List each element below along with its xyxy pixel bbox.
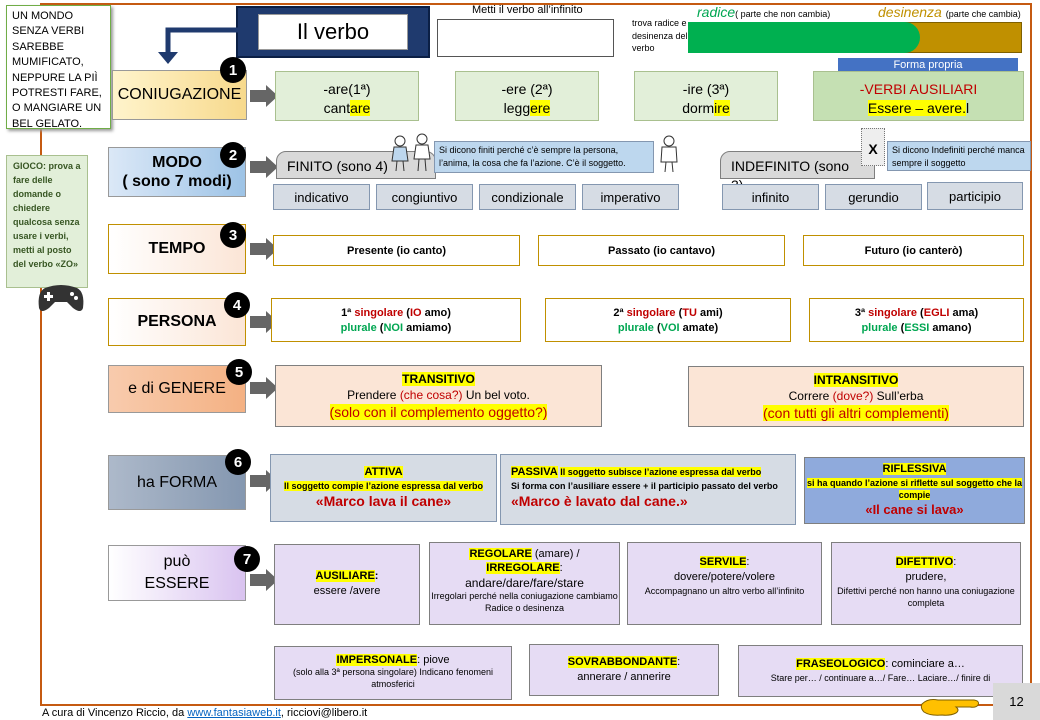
infinito-prompt: Metti il verbo all’infinito bbox=[472, 4, 583, 16]
radice-bar bbox=[688, 22, 920, 53]
no-subject-mark: X bbox=[861, 128, 885, 166]
footer-credit: A cura di Vincenzo Riccio, da www.fantas… bbox=[42, 707, 368, 719]
desinenza-label: desinenza (parte che cambia) bbox=[878, 4, 1021, 20]
radice-hint: trova radice e desinenza del verbo bbox=[632, 18, 688, 54]
page-frame bbox=[40, 3, 1032, 706]
coniugazione-1: -are(1ª) cantare bbox=[275, 71, 419, 121]
mode-indicativo: indicativo bbox=[273, 184, 370, 210]
tempo-label: TEMPO bbox=[108, 224, 246, 274]
persona-label: PERSONA bbox=[108, 298, 246, 346]
desinenza-note: (parte che cambia) bbox=[945, 9, 1021, 19]
step-3-badge: 3 bbox=[220, 222, 246, 248]
essere-difettivo: DIFETTIVO: prudere, Difettivi perché non… bbox=[831, 542, 1021, 625]
gioco-text: GIOCO: prova a fare delle domande o chie… bbox=[13, 161, 81, 269]
tempo-futuro: Futuro (io canterò) bbox=[803, 235, 1024, 266]
essere-ausiliare: AUSILIARE: essere /avere bbox=[274, 544, 420, 625]
coniugazione-3: -ire (3ª) dormire bbox=[634, 71, 778, 121]
genere-label: e di GENERE bbox=[108, 365, 246, 413]
indefinito-note: Si dicono Indefiniti perché manca sempre… bbox=[887, 141, 1031, 171]
infinito-input[interactable] bbox=[437, 19, 614, 57]
page-title: Il verbo bbox=[258, 14, 408, 50]
forma-label: ha FORMA bbox=[108, 455, 246, 510]
radice-note: ( parte che non cambia) bbox=[735, 9, 831, 19]
arrow-right-icon bbox=[250, 238, 278, 260]
indefinito-tab: INDEFINITO (sono 3) bbox=[720, 151, 875, 193]
step-6-badge: 6 bbox=[225, 449, 251, 475]
page-title-box: Il verbo bbox=[236, 6, 430, 58]
arrow-right-icon bbox=[250, 377, 278, 399]
mode-participio: participio bbox=[927, 182, 1023, 210]
finito-tab: FINITO (sono 4) bbox=[276, 151, 436, 179]
persona-prima: 1ª singolare (IO amo) plurale (NOI amiam… bbox=[271, 298, 521, 342]
persona-seconda: 2ª singolare (TU ami) plurale (VOI amate… bbox=[545, 298, 791, 342]
intro-note-text: UN MONDO SENZA VERBI SAREBBE MUMIFICATO,… bbox=[12, 10, 102, 130]
arrow-right-icon bbox=[250, 156, 278, 178]
person-icon bbox=[660, 135, 678, 173]
essere-regolare: REGOLARE (amare) / IRREGOLARE: andare/da… bbox=[429, 542, 620, 625]
verbi-ausiliari: -VERBI AUSILIARI Essere – avere.l bbox=[813, 71, 1024, 121]
forma-attiva: ATTIVA Il soggetto compie l’azione espre… bbox=[270, 454, 497, 522]
page-number: 12 bbox=[993, 683, 1040, 720]
forma-passiva: PASSIVA Il soggetto subisce l’azione esp… bbox=[500, 454, 796, 525]
people-icon bbox=[391, 133, 431, 172]
step-1-badge: 1 bbox=[220, 57, 246, 83]
arrow-right-icon bbox=[250, 569, 278, 591]
tempo-passato: Passato (io cantavo) bbox=[538, 235, 785, 266]
mode-imperativo: imperativo bbox=[582, 184, 679, 210]
step-4-badge: 4 bbox=[224, 292, 250, 318]
radice-label: radice( parte che non cambia) bbox=[697, 4, 831, 20]
gamepad-icon bbox=[38, 285, 84, 311]
step-7-badge: 7 bbox=[234, 546, 260, 572]
transitivo-box: TRANSITIVO Prendere (che cosa?) Un bel v… bbox=[275, 365, 602, 427]
arrow-right-icon bbox=[250, 85, 278, 107]
pointing-hand-icon[interactable] bbox=[920, 696, 984, 718]
essere-impersonale: IMPERSONALE: piove (solo alla 3ª persona… bbox=[274, 646, 512, 700]
essere-sovrabbondante: SOVRABBONDANTE: annerare / annerire bbox=[529, 644, 719, 696]
gioco-note: GIOCO: prova a fare delle domande o chie… bbox=[6, 155, 88, 288]
mode-congiuntivo: congiuntivo bbox=[376, 184, 473, 210]
forma-propria-label: Forma propria bbox=[838, 58, 1018, 72]
title-arrow-icon bbox=[158, 27, 238, 64]
intro-note: UN MONDO SENZA VERBI SAREBBE MUMIFICATO,… bbox=[6, 5, 111, 130]
mode-condizionale: condizionale bbox=[479, 184, 576, 210]
step-2-badge: 2 bbox=[220, 142, 246, 168]
intransitivo-box: INTRANSITIVO Correre (dove?) Sull’erba (… bbox=[688, 366, 1024, 427]
essere-servile: SERVILE: dovere/potere/volere Accompagna… bbox=[627, 542, 822, 625]
forma-riflessiva: RIFLESSIVA si ha quando l’azione si rifl… bbox=[804, 457, 1025, 524]
step-5-badge: 5 bbox=[226, 359, 252, 385]
footer-link[interactable]: www.fantasiaweb.it bbox=[187, 707, 281, 719]
mode-gerundio: gerundio bbox=[825, 184, 922, 210]
coniugazione-2: -ere (2ª) leggere bbox=[455, 71, 599, 121]
persona-terza: 3ª singolare (EGLI ama) plurale (ESSI am… bbox=[809, 298, 1024, 342]
finito-note: Si dicono finiti perché c’è sempre la pe… bbox=[434, 141, 654, 173]
essere-fraseologico: FRASEOLOGICO: cominciare a… Stare per… /… bbox=[738, 645, 1023, 697]
mode-infinito: infinito bbox=[722, 184, 819, 210]
tempo-presente: Presente (io canto) bbox=[273, 235, 520, 266]
